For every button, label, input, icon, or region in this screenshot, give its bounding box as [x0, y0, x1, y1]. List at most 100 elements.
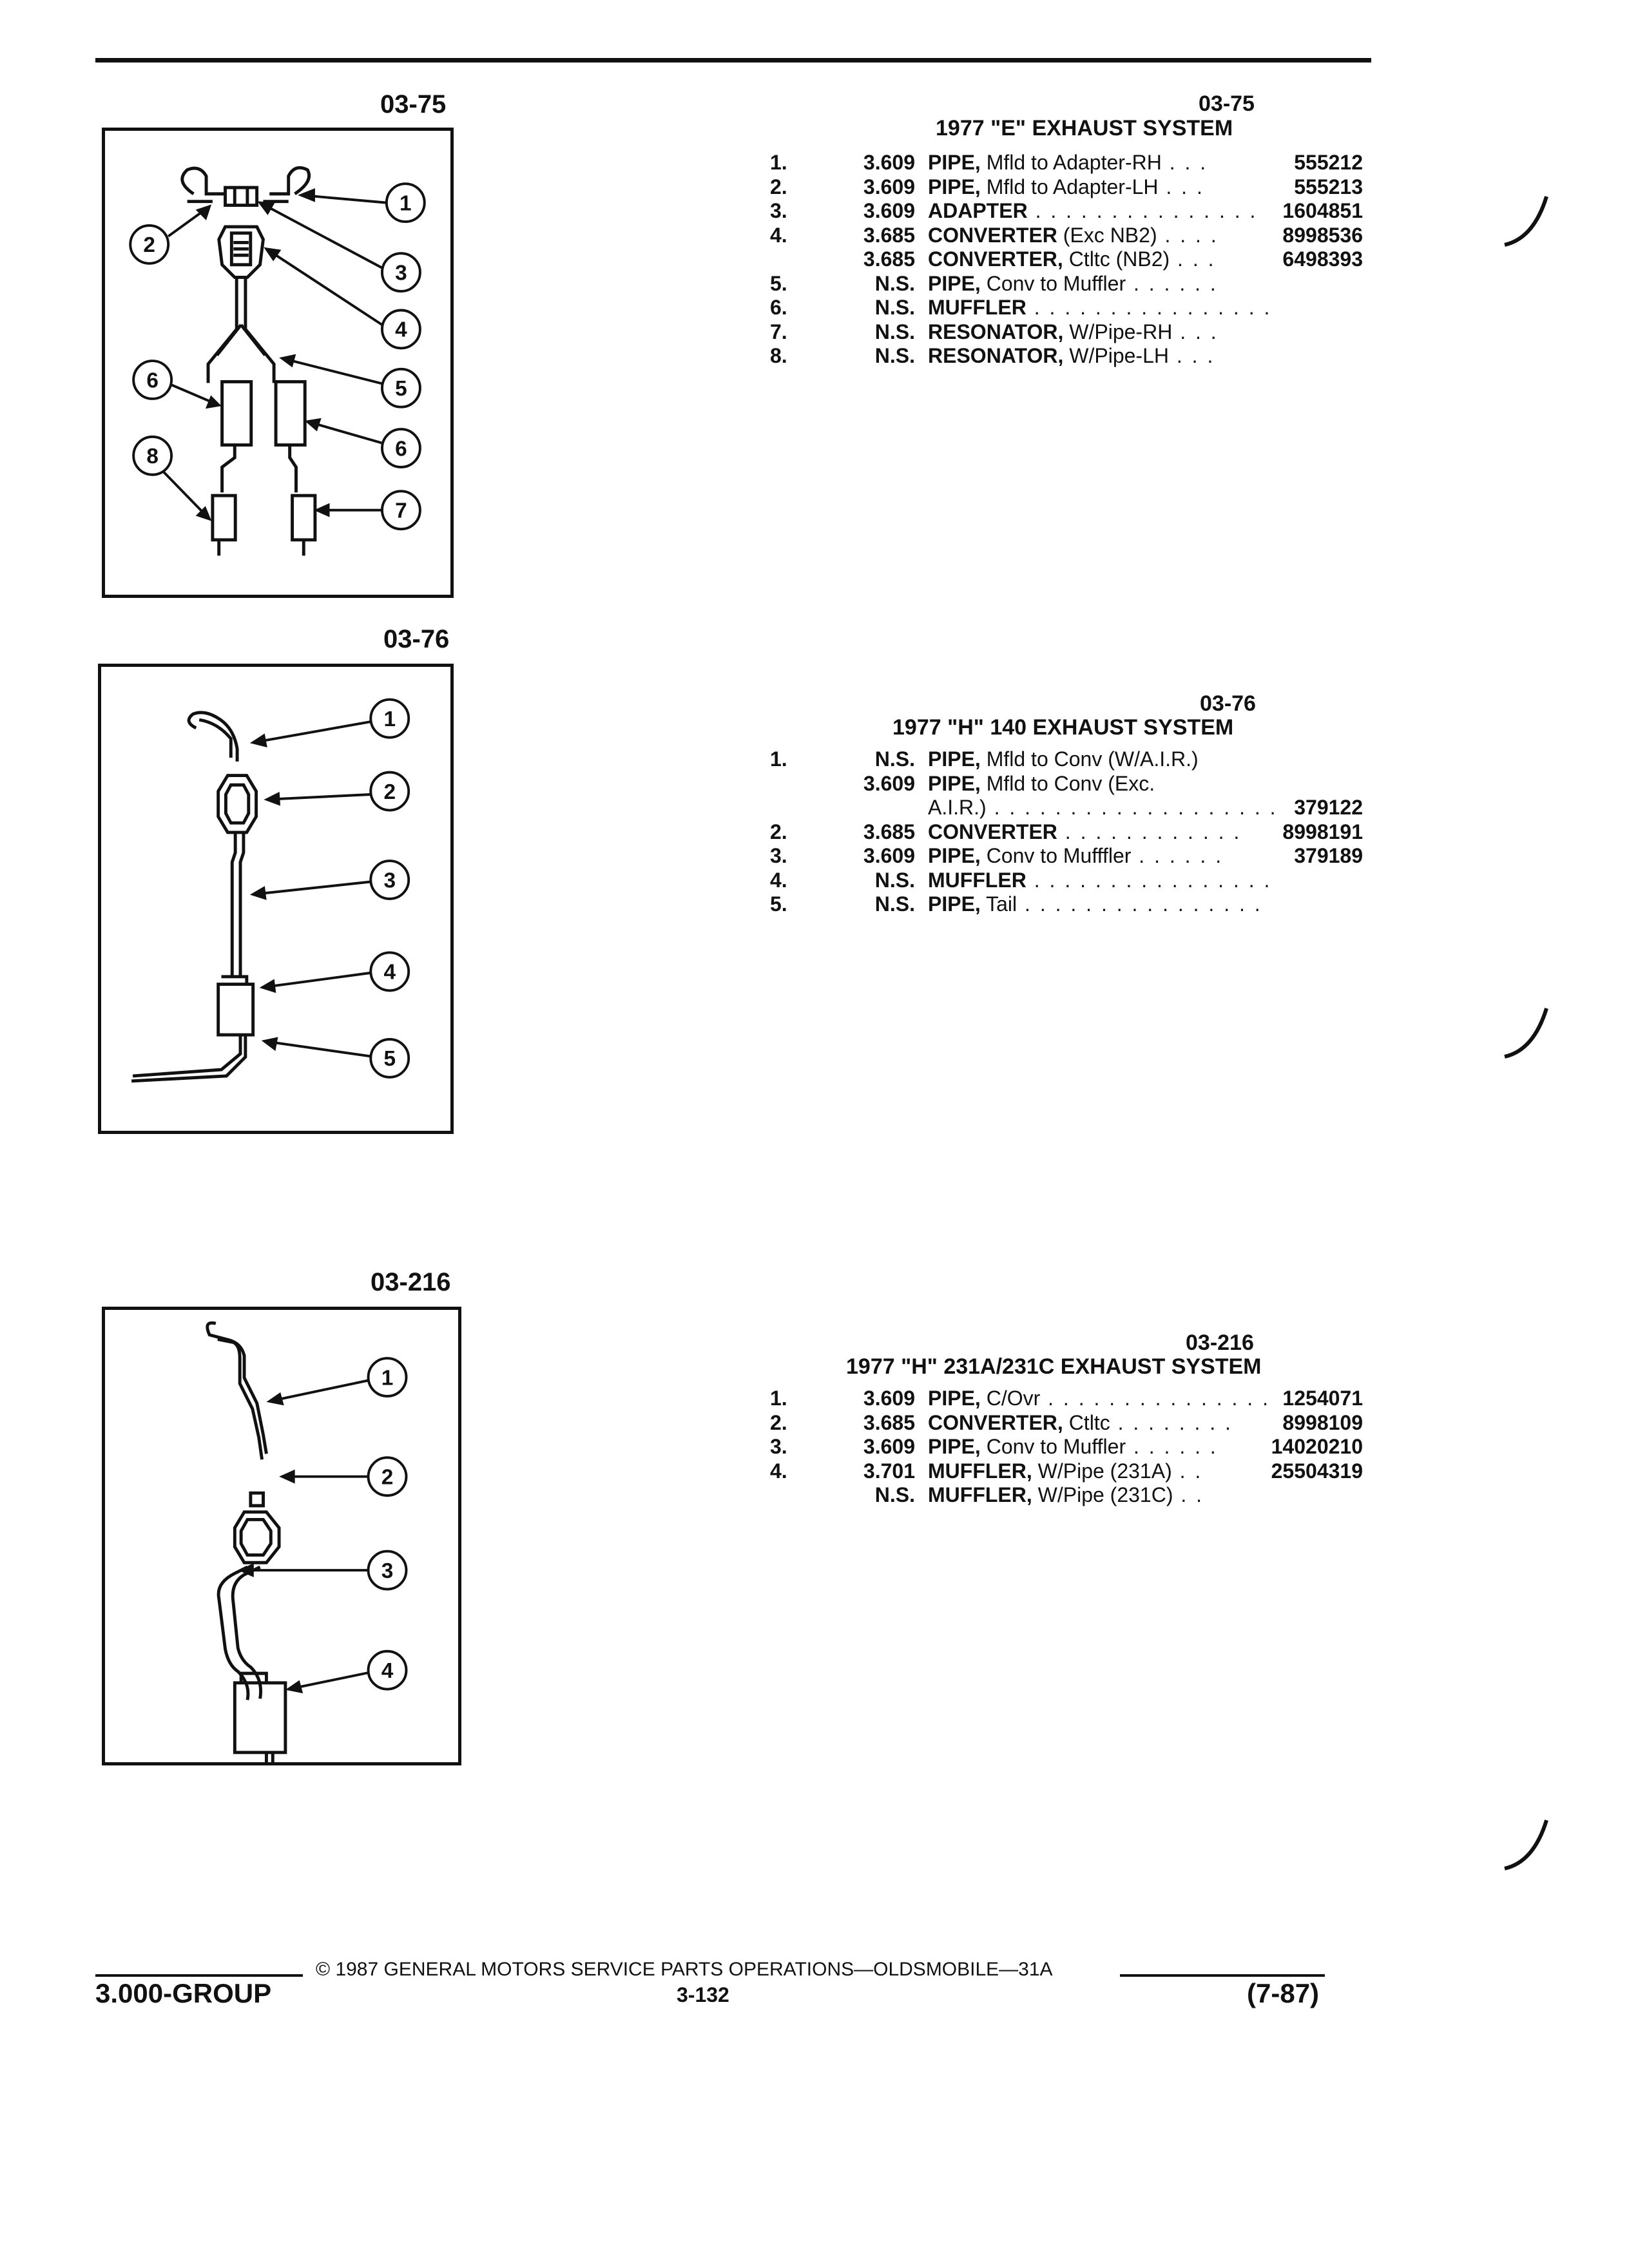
leader-dots: . . . . . . . . . . . . . . . [1027, 199, 1258, 222]
item-number: 3. [770, 1435, 787, 1458]
section-number-03-76: 03-76 [1200, 691, 1256, 716]
leader-dots: . . . . . . . . . . . . [1057, 820, 1242, 843]
parts-row: N.S.MUFFLER, W/Pipe (231C) . . [770, 1483, 1363, 1508]
group-number: 3.685 [863, 223, 915, 247]
part-name: PIPE, [928, 271, 981, 295]
section-number-03-75: 03-75 [1199, 91, 1255, 116]
part-name: RESONATOR, [928, 320, 1064, 343]
part-qualifier: W/Pipe (231C) [1032, 1483, 1173, 1506]
callout-4: 4 [395, 318, 407, 342]
exhaust-diagram-h140-drawing: 1 2 3 4 5 [131, 698, 410, 1083]
footer-date: (7-87) [1247, 1978, 1320, 2008]
leader-dots: . . . . [1157, 223, 1219, 247]
group-number: 3.701 [863, 1459, 915, 1483]
part-name: PIPE, [928, 1435, 981, 1458]
leader-dots: . . . [1170, 247, 1216, 271]
part-qualifier: Conv to Muffler [980, 271, 1126, 295]
callout-3: 3 [395, 261, 407, 285]
callout-1: 1 [381, 1366, 394, 1390]
part-name: PIPE, [928, 151, 981, 174]
part-number: 14020210 [1271, 1435, 1363, 1458]
item-number: 2. [770, 820, 787, 843]
parts-row: 6. N.S. MUFFLER . . . . . . . . . . . . . … [770, 296, 1363, 320]
part-qualifier: W/Pipe (231A) [1032, 1459, 1172, 1483]
footer-rule-right [1120, 1974, 1325, 1977]
part-name: CONVERTER, [928, 1410, 1063, 1434]
group-number: 3.609 [863, 1387, 915, 1410]
part-name: CONVERTER [928, 223, 1057, 247]
part-description: PIPE, Tail . . . . . . . . . . . . . . .… [928, 892, 1262, 917]
exhaust-diagram-e: 1 2 3 4 5 6 6 8 7 [102, 128, 454, 598]
part-name: RESONATOR, [928, 344, 1064, 367]
callout-8: 8 [146, 445, 159, 468]
part-number: 25504319 [1271, 1459, 1363, 1483]
group-number: 3.609 [863, 771, 915, 795]
part-name: MUFFLER, [928, 1459, 1032, 1483]
group-number: 3.685 [863, 820, 915, 843]
group-number: N.S. [874, 296, 915, 319]
part-description: CONVERTER, Ctltc . . . . . . . . [928, 1411, 1233, 1436]
leader-dots: . . [1173, 1483, 1204, 1506]
part-description: MUFFLER, W/Pipe (231A) . . [928, 1459, 1202, 1484]
callout-2: 2 [381, 1465, 394, 1489]
leader-dots: . . . [1161, 151, 1208, 174]
part-qualifier: Ctltc (NB2) [1063, 247, 1170, 271]
part-qualifier: Ctltc [1063, 1410, 1110, 1434]
exhaust-diagram-e-drawing: 1 2 3 4 5 6 6 8 7 [129, 166, 426, 556]
parts-row: 5.N.S.PIPE, Tail . . . . . . . . . . . .… [770, 892, 1363, 917]
part-qualifier: Mfld to Conv (W/A.I.R.) [980, 747, 1199, 771]
part-description: ADAPTER . . . . . . . . . . . . . . . [928, 199, 1257, 224]
group-number: 3.609 [863, 175, 915, 198]
part-name: PIPE, [928, 747, 981, 771]
item-number: 6. [770, 296, 787, 319]
part-name: MUFFLER [928, 296, 1027, 319]
callout-3: 3 [381, 1559, 394, 1583]
item-number: 1. [770, 1387, 787, 1410]
group-number: 3.609 [863, 844, 915, 867]
part-description: RESONATOR, W/Pipe-LH . . . [928, 344, 1215, 369]
leader-dots: . . . . . . . . . . . . . . . . [1026, 296, 1272, 319]
part-description: RESONATOR, W/Pipe-RH . . . [928, 320, 1219, 345]
group-number: 3.609 [863, 199, 915, 222]
callout-4: 4 [381, 1659, 394, 1683]
part-number: 555212 [1294, 151, 1363, 174]
item-number: 5. [770, 892, 787, 916]
callout-6b: 6 [395, 437, 407, 461]
part-number: 6498393 [1282, 247, 1363, 271]
parts-row: 4.N.S.MUFFLER . . . . . . . . . . . . . … [770, 869, 1363, 893]
part-name: PIPE, [928, 844, 981, 867]
group-number: N.S. [874, 1483, 915, 1506]
parts-row: 5.N.S.PIPE, Conv to Muffler . . . . . . [770, 272, 1363, 296]
part-name: CONVERTER [928, 820, 1057, 843]
leader-dots: . . . . . . [1126, 1435, 1218, 1458]
item-number: 4. [770, 223, 787, 247]
part-number: 379189 [1294, 844, 1363, 867]
part-description: PIPE, C/Ovr . . . . . . . . . . . . . . … [928, 1387, 1270, 1411]
item-number: 3. [770, 844, 787, 867]
callout-5: 5 [395, 377, 407, 401]
group-number: N.S. [874, 868, 915, 892]
group-number: 3.609 [863, 151, 915, 174]
part-qualifier: Conv to Mufffler [980, 844, 1132, 867]
section-number-03-216: 03-216 [1186, 1331, 1254, 1355]
part-description: CONVERTER (Exc NB2) . . . . [928, 224, 1219, 248]
footer-copyright: © 1987 GENERAL MOTORS SERVICE PARTS OPER… [316, 1959, 1053, 1980]
part-name: MUFFLER [928, 868, 1027, 892]
part-name: PIPE, [928, 1387, 981, 1410]
exhaust-diagram-h231-drawing: 1 2 3 4 [206, 1321, 408, 1762]
part-qualifier: W/Pipe-RH [1063, 320, 1173, 343]
part-number: 379122 [1294, 796, 1363, 819]
item-number: 4. [770, 1459, 787, 1483]
callout-1: 1 [400, 191, 412, 215]
margin-tick-mark [1504, 1008, 1548, 1059]
